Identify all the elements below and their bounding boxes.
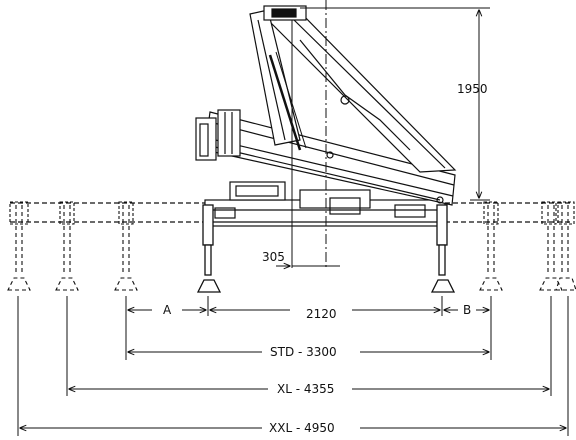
dimension-b-label: B xyxy=(463,303,471,317)
height-dimension xyxy=(300,7,490,201)
xl-dimension xyxy=(66,296,552,396)
outrigger-legs-dashed xyxy=(7,205,576,291)
std-label: STD - 3300 xyxy=(270,345,337,359)
centre-lines xyxy=(291,0,327,268)
base-width-label: 2120 xyxy=(306,307,337,321)
crane-body xyxy=(195,5,457,227)
outrigger-legs-solid xyxy=(196,204,456,293)
outrigger-beam-dashed xyxy=(10,202,572,223)
height-label: 1950 xyxy=(457,82,488,96)
outrigger-heads-dashed xyxy=(9,201,575,225)
xxl-label: XXL - 4950 xyxy=(269,421,335,435)
offset-label: 305 xyxy=(262,250,285,264)
xl-label: XL - 4355 xyxy=(277,382,334,396)
xxl-dimension xyxy=(17,296,569,436)
dimension-a-label: A xyxy=(163,303,172,317)
base-width-dimension xyxy=(125,296,492,360)
